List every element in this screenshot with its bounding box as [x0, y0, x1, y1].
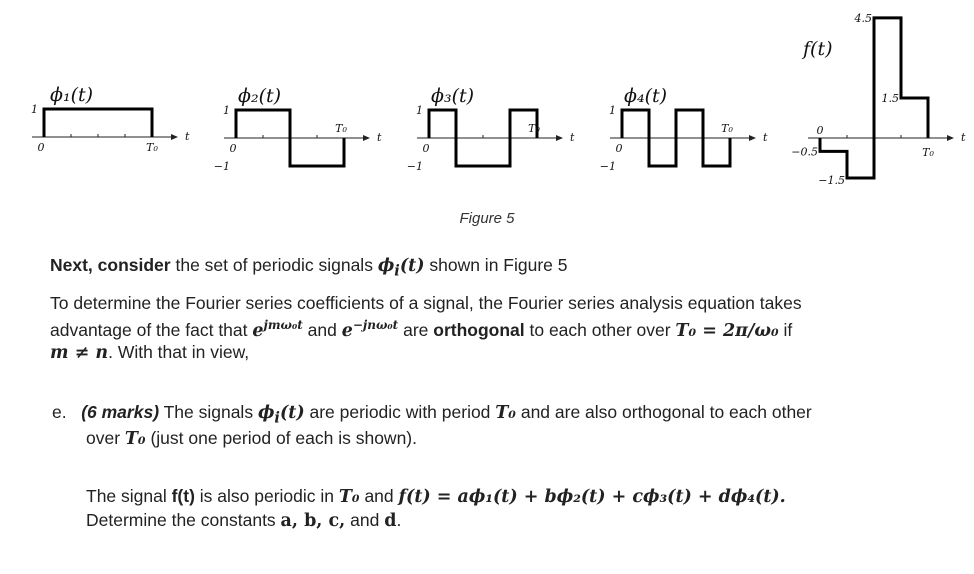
text: if — [778, 319, 793, 340]
intro-line: Next, consider the set of periodic signa… — [50, 255, 568, 280]
zero-label: 0 — [423, 142, 430, 155]
t-label: t — [377, 131, 382, 144]
question-e-line-2: over T₀ (just one period of each is show… — [86, 428, 417, 449]
item-label: e. — [52, 402, 67, 422]
one-label: 1 — [223, 104, 230, 117]
bold-text: f(t) — [171, 486, 195, 506]
math: d — [384, 511, 397, 531]
zero-label: 0 — [230, 142, 237, 155]
neg-one-label: −1 — [600, 160, 616, 173]
zero-label: 0 — [38, 141, 45, 154]
level-label: 1.5 — [882, 92, 900, 105]
signal-waveform — [818, 16, 930, 180]
text: is also periodic in — [194, 486, 339, 506]
math: i — [274, 409, 280, 427]
axis-arrow-icon — [556, 135, 563, 141]
plot-title: ϕ₂(t) — [238, 85, 281, 107]
text: and are also orthogonal to each other — [515, 402, 812, 422]
signal-waveform — [620, 108, 732, 168]
text: (just one period of each is shown). — [145, 428, 417, 448]
t-label: t — [961, 131, 966, 144]
math: (t) — [399, 256, 425, 276]
text: over — [86, 428, 125, 448]
text: and — [345, 510, 385, 530]
math: (t) — [279, 403, 305, 423]
plot-title: f(t) — [801, 38, 833, 60]
T0-label: T₀ — [922, 146, 934, 159]
figure-5: t 0 1T₀ ϕ₁(t) t 0 1 −1 T₀ ϕ₂(t) t 0 1 −1 T₀ ϕ₃(t) t 0 1 −1 T… — [31, 12, 966, 187]
text: advantage of the fact that — [50, 319, 253, 340]
figure-caption: Figure 5 — [459, 210, 515, 227]
math: a, b, c, — [280, 511, 346, 531]
marks: (6 marks) — [81, 402, 160, 422]
text: The signals — [159, 402, 258, 422]
signal-waveform — [42, 107, 154, 137]
plot-title: ϕ₃(t) — [431, 85, 474, 107]
plot-title: ϕ₁(t) — [50, 84, 93, 106]
equation: f(t) = aϕ₁(t) + bϕ₂(t) + cϕ₃(t) + dϕ₄(t)… — [398, 487, 786, 507]
zero-label: 0 — [817, 124, 824, 137]
text: The signal — [86, 486, 172, 506]
text: are — [398, 319, 434, 340]
plot-title: ϕ₄(t) — [624, 85, 667, 107]
level-label: 4.5 — [854, 12, 873, 25]
math: e — [252, 320, 264, 341]
math: jmω₀t — [263, 318, 303, 332]
neg-one-label: −1 — [214, 160, 230, 173]
t-label: t — [763, 131, 768, 144]
math: T₀ = 2π/ω₀ — [675, 320, 779, 341]
text: and — [302, 319, 342, 340]
axis-arrow-icon — [947, 135, 954, 141]
text: shown in Figure 5 — [424, 255, 568, 275]
text: are periodic with period — [304, 402, 496, 422]
axis-arrow-icon — [363, 135, 370, 141]
level-label: −1.5 — [818, 174, 845, 187]
level-label: −0.5 — [791, 145, 818, 158]
question-e-line-1: e. (6 marks) The signals ϕi(t) are perio… — [52, 402, 812, 427]
signal-line-1: The signal f(t) is also periodic in T₀ a… — [86, 486, 786, 507]
text: to each other over — [524, 319, 676, 340]
paragraph-line-3: m ≠ n. With that in view, — [50, 342, 249, 363]
t-label: t — [185, 130, 190, 143]
T0-label: T₀ — [146, 141, 158, 154]
one-label: 1 — [416, 104, 423, 117]
T0-label: T₀ — [335, 122, 347, 135]
axis-arrow-icon — [171, 134, 178, 140]
zero-label: 0 — [616, 142, 623, 155]
one-label: 1 — [609, 104, 616, 117]
t-label: t — [570, 131, 575, 144]
math: ϕ — [257, 403, 275, 423]
signal-waveform — [234, 108, 346, 168]
text: Determine the constants — [86, 510, 281, 530]
math: e — [341, 320, 353, 341]
T0-label: T₀ — [528, 122, 540, 135]
text: . — [396, 510, 402, 530]
neg-one-label: −1 — [407, 160, 423, 173]
math: T₀ — [495, 403, 516, 423]
math: i — [394, 262, 400, 280]
bold-text: Next, consider — [50, 255, 171, 275]
math: T₀ — [124, 429, 146, 449]
bold-text: orthogonal — [433, 319, 525, 340]
axis-arrow-icon — [749, 135, 756, 141]
math: ϕ — [377, 256, 395, 276]
math: T₀ — [338, 487, 360, 507]
signal-waveform — [427, 108, 539, 168]
T0-label: T₀ — [721, 122, 733, 135]
text: . With that in view, — [108, 342, 250, 362]
math: m ≠ n — [50, 343, 109, 363]
paragraph-line-2: advantage of the fact that ejmω₀t and e−… — [50, 318, 792, 341]
text: the set of periodic signals — [170, 255, 378, 275]
one-label: 1 — [31, 103, 38, 116]
paragraph-line-1: To determine the Fourier series coeffici… — [50, 293, 802, 313]
text: and — [359, 486, 399, 506]
signal-line-2: Determine the constants a, b, c, and d. — [86, 510, 401, 531]
math: −jnω₀t — [352, 318, 399, 332]
